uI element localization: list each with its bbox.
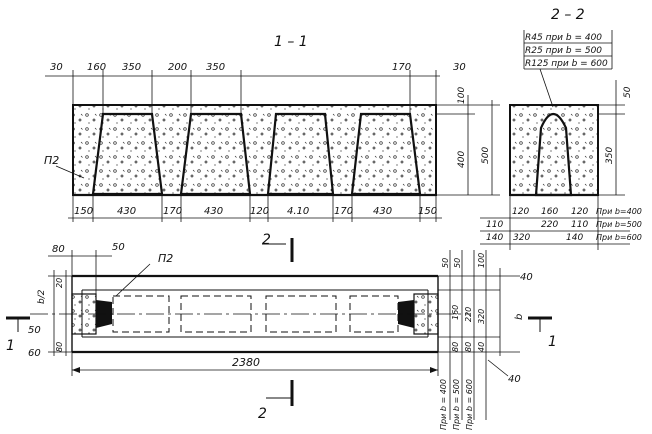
section-mark-2-bottom-label: 2: [258, 406, 267, 422]
dim-top-170: 170: [392, 62, 411, 73]
dim-right-500: 500: [481, 147, 491, 164]
plan-inner-80b: 80: [464, 342, 473, 352]
dim-22-350: 350: [605, 147, 615, 164]
dim-bot-150a: 150: [74, 206, 93, 217]
dim-top-350a: 350: [122, 62, 141, 73]
section-mark-1-left-label: 1: [6, 338, 15, 354]
bottom-dimensions-1-1: 150 430 170 430 120 4.10 170 430 150: [68, 195, 442, 222]
plan-right-dims: 50 50 100 40 b 40 160 220 320 80 80 40 П…: [438, 250, 533, 430]
dim-top-30a: 30: [50, 62, 63, 73]
radius-note-400: R45 при b = 400: [525, 33, 602, 43]
plan-label-p2: П2: [158, 252, 173, 265]
plan-dim-80: 80: [52, 244, 65, 255]
dim-bot-430b: 430: [204, 206, 223, 217]
plan-inner-160: 160: [451, 305, 460, 320]
plan-inner-220: 220: [464, 307, 473, 322]
section-mark-2-top: 2: [262, 232, 294, 262]
section-mark-1-right-label: 1: [548, 334, 557, 350]
plan-note-600: При b = 600: [465, 379, 474, 430]
plan-view: [30, 274, 470, 354]
plan-left-20: 20: [55, 278, 64, 288]
section-mark-2-bottom: 2: [258, 380, 294, 422]
dim-right-100: 100: [457, 87, 467, 104]
radius-notes: R45 при b = 400 R25 при b = 500 R125 при…: [523, 30, 613, 108]
dim-bot-430a: 430: [117, 206, 136, 217]
plan-top-dims: 80 50 П2: [48, 242, 173, 297]
radius-note-500: R25 при b = 500: [525, 46, 602, 56]
row500-d0: 110: [486, 220, 503, 230]
plan-right-40b: 40: [508, 374, 521, 385]
dim-bot-170a: 170: [163, 206, 182, 217]
section-label-1-1: 1 – 1: [274, 34, 308, 50]
label-p2-section: П2: [44, 154, 59, 167]
row400-d1: 160: [541, 207, 558, 217]
dim-bot-120: 120: [250, 206, 269, 217]
plan-right-b: b: [514, 314, 525, 320]
row500-d2: 110: [571, 220, 588, 230]
section-mark-1-left: 1: [6, 316, 30, 354]
row400-d0: 120: [512, 207, 529, 217]
dim-bot-170b: 170: [334, 206, 353, 217]
plan-inner-40: 40: [477, 342, 486, 352]
section-label-2-2: 2 – 2: [551, 7, 585, 23]
row600-d0: 140: [486, 233, 503, 243]
section-1-1-view: [72, 104, 437, 197]
dim-top-350b: 350: [206, 62, 225, 73]
dim-bot-410: 4.10: [287, 206, 309, 217]
plan-left-dims: b/2 20 50 60 80: [28, 270, 72, 359]
row500-d1: 220: [541, 220, 558, 230]
plan-inner-80a: 80: [451, 342, 460, 352]
row400-note: При b=400: [596, 207, 642, 216]
plan-note-400: При b = 400: [439, 379, 448, 430]
plan-right-50a: 50: [441, 258, 450, 268]
row600-note: При b=600: [596, 233, 642, 242]
plan-right-40a: 40: [520, 272, 533, 283]
section-mark-2-top-label: 2: [262, 232, 271, 248]
row600-d2: 140: [566, 233, 583, 243]
section-mark-1-right: 1: [528, 316, 557, 350]
plan-length-value: 2380: [232, 356, 260, 369]
plan-right-100: 100: [477, 253, 486, 268]
plan-inner-320: 320: [477, 309, 486, 324]
plan-left-60: 60: [28, 348, 41, 359]
dims-2-2: 50 350: [480, 80, 633, 250]
plan-length-dim: 2380: [71, 352, 439, 376]
dim-bot-150b: 150: [418, 206, 437, 217]
section-2-2-view: [509, 104, 599, 197]
bottom-rows-2-2: 120 160 120 При b=400 110 220 110 При b=…: [486, 207, 642, 243]
plan-dim-50: 50: [112, 242, 125, 253]
plan-left-b2: b/2: [37, 289, 47, 304]
right-dimensions-1-1: 100 400 500: [436, 87, 500, 196]
radius-note-600: R125 при b = 600: [525, 59, 608, 69]
dim-right-400: 400: [457, 151, 467, 168]
row400-d2: 120: [571, 207, 588, 217]
row600-d1: 320: [513, 233, 530, 243]
row500-note: При b=500: [596, 220, 642, 229]
dim-bot-430c: 430: [373, 206, 392, 217]
dim-top-30b: 30: [453, 62, 466, 73]
plan-right-50b: 50: [453, 258, 462, 268]
plan-note-500: При b = 500: [452, 379, 461, 430]
top-dimensions: 30 160 350 200 350 170 30: [45, 62, 466, 114]
dim-top-200: 200: [168, 62, 187, 73]
dim-top-160: 160: [87, 62, 106, 73]
plan-left-50: 50: [28, 325, 41, 336]
plan-left-80: 80: [55, 342, 64, 352]
dim-22-50: 50: [623, 86, 633, 98]
